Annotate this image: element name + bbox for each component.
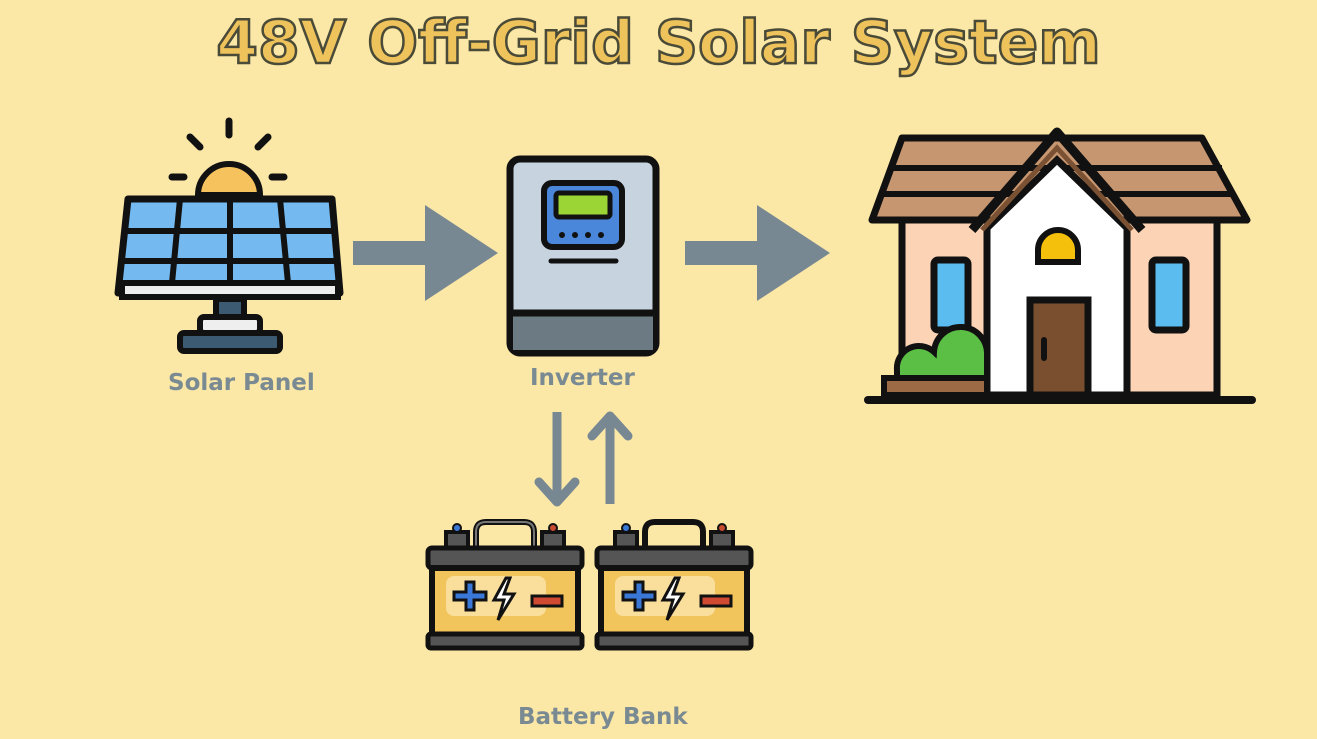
solar-panel-icon bbox=[114, 117, 344, 354]
solar-panel-label: Solar Panel bbox=[168, 370, 315, 396]
house-icon bbox=[864, 127, 1256, 404]
battery-bank-label: Battery Bank bbox=[518, 704, 688, 730]
arrow-right-icon bbox=[353, 205, 498, 301]
inverter-icon bbox=[506, 155, 660, 357]
arrow-right-icon bbox=[685, 205, 830, 301]
diagram-title: 48V Off-Grid Solar System bbox=[215, 7, 1102, 80]
battery-icon bbox=[425, 519, 585, 651]
inverter-label: Inverter bbox=[530, 365, 635, 391]
arrow-down-icon bbox=[534, 412, 580, 507]
arrow-up-icon bbox=[587, 411, 633, 504]
battery-icon bbox=[594, 519, 754, 651]
